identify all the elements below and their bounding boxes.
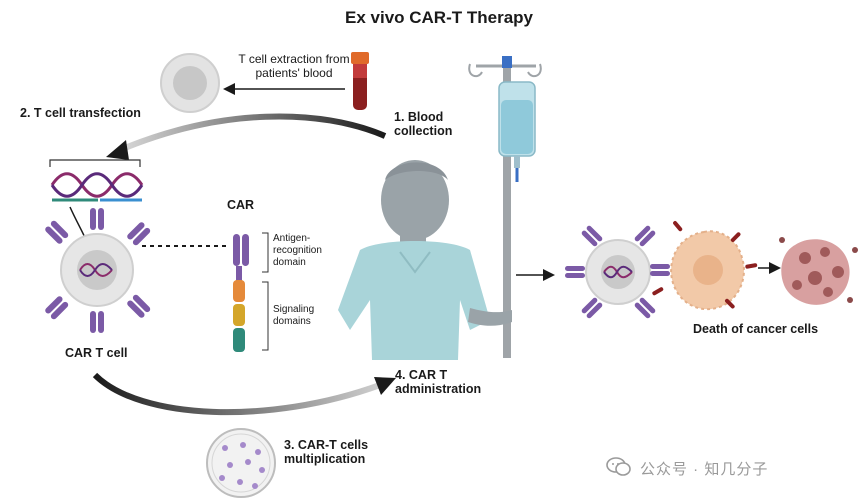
iv-stand-icon — [468, 56, 542, 358]
administration-arrowhead — [374, 377, 396, 395]
patient-icon — [338, 160, 512, 360]
antigen-bracket — [262, 232, 269, 273]
step-4-label: 4. CAR T administration — [395, 368, 482, 396]
signaling-bracket — [262, 281, 269, 351]
antigen-domain-label: Antigen-recognition domain — [273, 233, 322, 268]
right-car-t-cell-icon — [565, 225, 670, 319]
car-label: CAR — [227, 198, 255, 212]
signaling-domains-label: Signaling domains — [273, 304, 315, 327]
dna-helix-icon — [50, 172, 144, 202]
step-1-label: 1. Blood collection — [394, 110, 453, 138]
cancer-cell-icon — [652, 221, 758, 311]
extraction-label: T cell extraction from patients' blood — [238, 52, 350, 80]
dna-bracket — [49, 159, 141, 167]
transfection-arc-arrow — [118, 113, 387, 153]
step-2-label: 2. T cell transfection — [20, 106, 141, 120]
watermark-text: 公众号 · 知几分子 — [640, 461, 769, 478]
car-t-cell-label: CAR T cell — [65, 346, 128, 360]
petri-dish-icon — [206, 428, 276, 498]
car-construct-icon — [233, 234, 249, 352]
death-label: Death of cancer cells — [693, 322, 819, 336]
car-t-cell-icon — [45, 208, 151, 333]
page-title: Ex vivo CAR-T Therapy — [345, 8, 533, 27]
dead-cell-icon — [779, 237, 858, 305]
transfection-arrowhead — [106, 140, 129, 160]
wechat-icon — [606, 456, 632, 478]
blood-tube-icon — [351, 52, 369, 110]
step-3-label: 3. CAR-T cells multiplication — [284, 438, 369, 466]
extracted-t-cell-icon — [160, 53, 220, 113]
administration-arc-arrow — [92, 372, 382, 416]
